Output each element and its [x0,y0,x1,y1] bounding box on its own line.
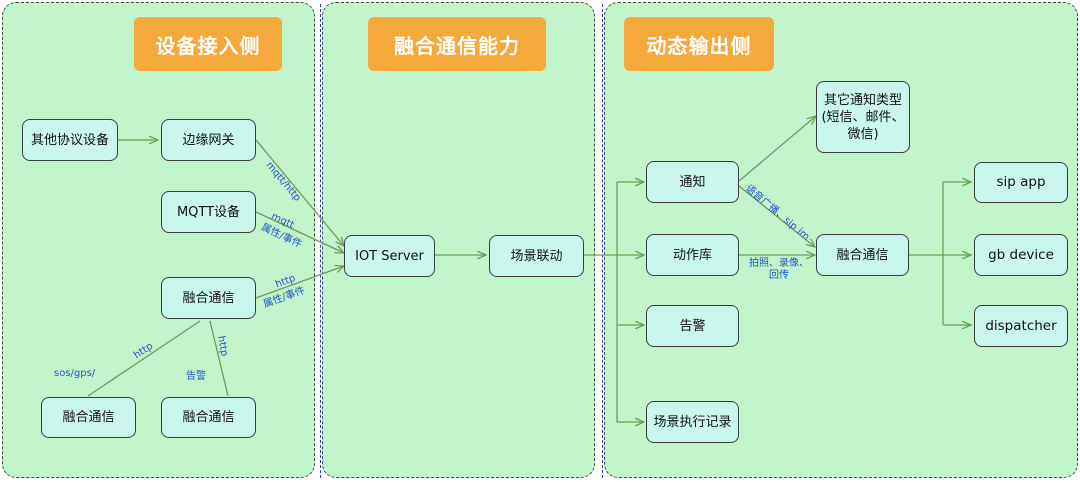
edge-gateway-node: 边缘网关 [161,119,256,161]
label-photo-line-2: 回传 [769,270,789,281]
other-protocol-devices-node: 其他协议设备 [22,119,118,161]
panel-divider-left [320,4,321,478]
output-panel-title: 动态输出侧 [624,17,774,71]
sip-app-node: sip app [974,162,1068,203]
panel-divider-right [602,4,603,478]
alarm-node: 告警 [646,305,739,347]
core-panel-title: 融合通信能力 [368,17,546,71]
dispatcher-node: dispatcher [974,305,1068,347]
gb-device-node: gb device [974,234,1068,276]
other-notify-line-2: (短信、邮件、 [821,109,905,125]
rhtx-bottom-right-node: 融合通信 [161,397,256,438]
label-sos-gps: sos/gps/ [54,368,96,379]
action-library-node: 动作库 [646,234,739,276]
rhtx-output-node: 融合通信 [816,234,909,276]
other-notify-line-3: 微信) [847,126,879,142]
other-notify-line-1: 其它通知类型 [823,92,902,108]
access-panel-title: 设备接入侧 [134,17,282,71]
iot-server-node: IOT Server [344,235,435,277]
scene-execution-record-node: 场景执行记录 [646,401,739,443]
rhtx-access-node: 融合通信 [161,277,256,319]
other-notify-types-node: 其它通知类型 (短信、邮件、 微信) [816,81,910,153]
label-photo-line-1: 拍照、录像、 [749,258,809,269]
label-photo-record: 拍照、录像、 回传 [748,258,810,282]
label-alarm: 告警 [186,371,206,382]
scene-linkage-node: 场景联动 [489,235,584,277]
rhtx-bottom-left-node: 融合通信 [41,397,136,438]
mqtt-device-node: MQTT设备 [161,191,256,233]
notify-node: 通知 [646,161,739,203]
